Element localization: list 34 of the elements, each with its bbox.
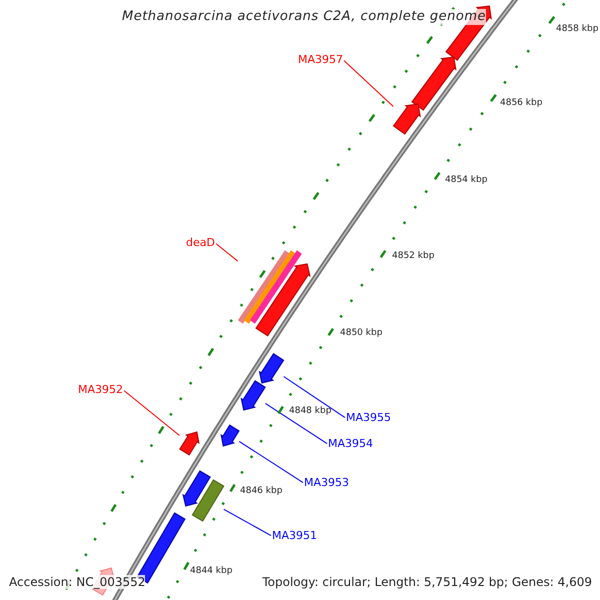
genome-summary-text: Topology: circular; Length: 5,751,492 bp; Genes: 4,609: [262, 575, 592, 590]
gene-label: MA3957: [298, 53, 344, 66]
scale-label: 4856 kbp: [500, 98, 542, 109]
leader-line: [124, 390, 180, 436]
scale-label: 4850 kbp: [340, 328, 382, 339]
gene-block: [192, 479, 224, 522]
gene-block: [258, 353, 284, 384]
scale-label: 4844 kbp: [190, 566, 232, 577]
gene-block: [220, 424, 240, 447]
gene-block: [179, 431, 200, 456]
leader-line: [283, 376, 346, 418]
scale-label: 4848 kbp: [289, 406, 332, 417]
gene-label: MA3953: [304, 476, 350, 490]
scale-label: 4858 kbp: [556, 24, 598, 35]
scale-label: 4854 kbp: [445, 175, 488, 186]
gene-block: [182, 470, 211, 507]
gene-block: [392, 103, 421, 135]
gene-label: MA3952: [78, 383, 124, 396]
leader-line: [344, 60, 394, 107]
leader-line: [216, 243, 238, 262]
gene-label: MA3954: [328, 437, 374, 450]
leader-line: [264, 402, 328, 444]
leader-line: [238, 440, 304, 484]
gene-label: MA3951: [272, 529, 318, 542]
scale-label: 4846 kbp: [240, 486, 282, 497]
gene-block: [255, 263, 311, 336]
gene-block: [240, 380, 266, 411]
gene-block: [411, 56, 456, 111]
diagram-title: Methanosarcina acetivorans C2A, complete genome: [122, 9, 486, 25]
gene-label: MA3955: [346, 411, 392, 424]
gene-label: deaD: [186, 236, 215, 250]
scale-label: 4852 kbp: [392, 251, 434, 262]
leader-line: [223, 508, 272, 536]
accession-text: Accession: NC_003552: [9, 575, 146, 590]
